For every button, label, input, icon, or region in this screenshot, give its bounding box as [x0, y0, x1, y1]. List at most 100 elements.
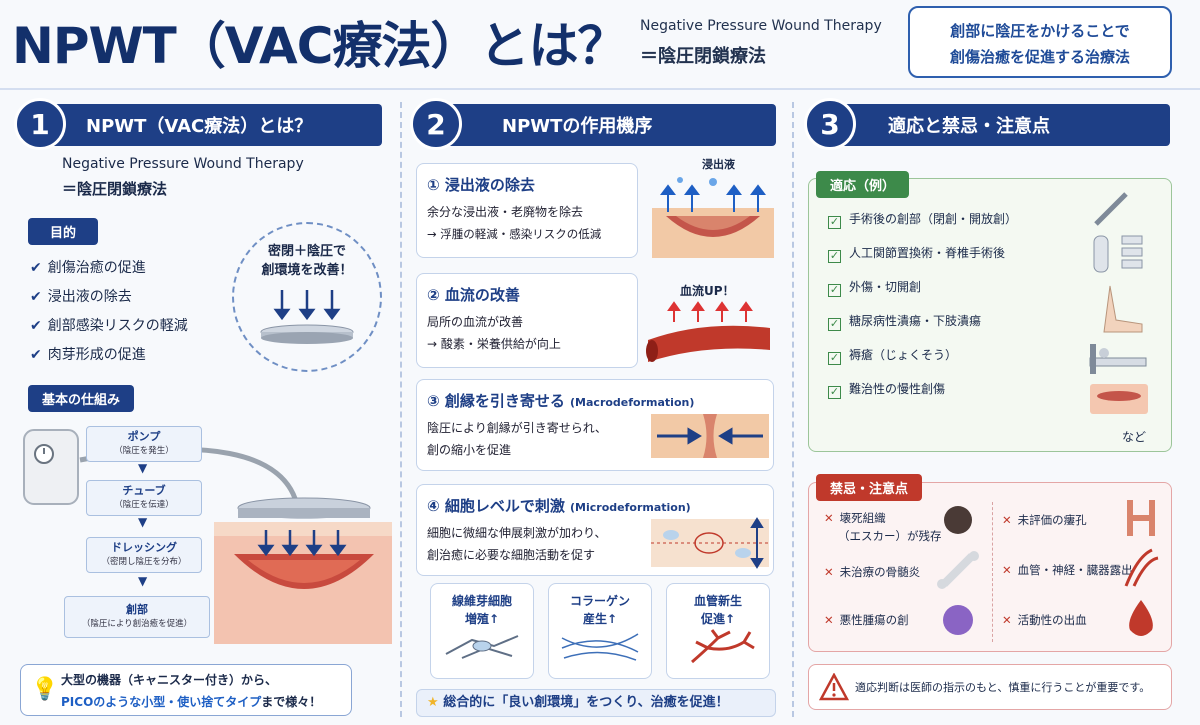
bed-icon — [1089, 344, 1147, 374]
blood-vessel-illustration — [646, 301, 770, 362]
blood-flow-label: 血流UP！ — [680, 284, 735, 298]
sec1-japanese: ＝陰圧閉鎖療法 — [62, 180, 168, 198]
summary-line-1: 創部に陰圧をかけることで — [950, 22, 1130, 40]
mechanism-3-subtitle: (Macrodeformation) — [570, 396, 695, 409]
indication-item: ✓人工関節置換術・脊椎手術後 — [828, 246, 1006, 263]
tumor-icon — [943, 605, 973, 635]
ci-divider — [992, 502, 993, 642]
summary-line-2: 創傷治癒を促進する治療法 — [949, 48, 1130, 66]
contraindication-item-sub: （エスカー）が残存 — [838, 529, 942, 543]
exudate-illustration — [652, 177, 774, 258]
indication-item: ✓外傷・切開創 — [828, 280, 922, 297]
effect-card-collagen: コラーゲン 産生↑ — [548, 583, 652, 679]
mechanism-card-4: ④ 細胞レベルで刺激 (Microdeformation) 細胞に微細な伸展刺激… — [416, 484, 774, 576]
checkbox-checked-icon: ✓ — [828, 283, 841, 297]
contraindication-item: ✕活動性の出血 — [1002, 613, 1087, 627]
checkbox-checked-icon: ✓ — [828, 317, 841, 331]
contraindications-label: 禁忌・注意点 — [816, 474, 923, 501]
indication-item: ✓糖尿病性潰瘍・下肢潰瘍 — [828, 314, 982, 331]
mechanism-4-line-1: 細胞に微細な伸展刺激が加わり、 — [427, 526, 607, 540]
star-icon: ★ — [427, 695, 439, 710]
purpose-item: ✔創傷治癒の促進 — [30, 260, 146, 276]
section-3-title: 適応と禁忌・注意点 — [888, 116, 1050, 137]
section-1-title: NPWT（VAC療法）とは？ — [86, 116, 313, 137]
contraindication-item: ✕未評価の瘻孔 — [1002, 513, 1087, 527]
checkbox-checked-icon: ✓ — [828, 385, 841, 399]
mechanism-card-1: ① 浸出液の除去 余分な浸出液・老廃物を除去 → 浮腫の軽減・感染リスクの低減 — [416, 163, 638, 258]
mechanism-4-line-2: 創治癒に必要な細胞活動を促す — [427, 548, 596, 562]
foot-icon — [1103, 285, 1143, 333]
mechanism-4-title: ④ 細胞レベルで刺激 — [427, 497, 565, 515]
section-1-number: 1 — [14, 98, 66, 150]
fistula-icon — [1127, 500, 1155, 536]
page-title: NPWT（VAC療法）とは？ — [12, 17, 627, 75]
mechanism-4-subtitle: (Microdeformation) — [570, 501, 691, 514]
seal-circle: 密閉＋陰圧で 創環境を改善！ — [232, 222, 382, 372]
purpose-item: ✔浸出液の除去 — [30, 289, 132, 305]
mechanism-2-line-2: → 酸素・栄養供給が向上 — [427, 337, 561, 351]
purpose-item: ✔創部感染リスクの軽減 — [30, 318, 188, 334]
x-icon: ✕ — [824, 511, 834, 525]
blood-drop-icon — [1129, 600, 1153, 636]
subtitle-japanese: ＝陰圧閉鎖療法 — [640, 46, 766, 67]
step-wound: 創部（陰圧により創治癒を促進） — [64, 596, 210, 638]
contraindications-panel — [808, 482, 1172, 652]
purpose-label: 目的 — [28, 218, 99, 245]
mechanism-1-line-2: → 浮腫の軽減・感染リスクの低減 — [427, 227, 602, 241]
check-icon: ✔ — [30, 318, 42, 334]
indications-label: 適応（例） — [816, 171, 910, 198]
arrow-down-icon: ▼ — [138, 574, 148, 588]
effect-card-angiogenesis: 血管新生 促進↑ — [666, 583, 770, 679]
x-icon: ✕ — [1002, 613, 1012, 627]
warning-icon — [819, 673, 849, 701]
pump-device-icon — [23, 429, 79, 505]
subtitle-english: Negative Pressure Wound Therapy — [640, 18, 882, 34]
sec1-english: Negative Pressure Wound Therapy — [62, 156, 304, 172]
indication-item: ✓難治性の慢性創傷 — [828, 382, 946, 399]
tip-line-1: 大型の機器（キャニスター付き）から、 — [61, 673, 278, 687]
step-pump: ポンプ（陰圧を発生） — [86, 426, 202, 462]
mechanism-2-title: ② 血流の改善 — [427, 286, 520, 304]
conclusion-box: ★ 総合的に「良い創環境」をつくり、治癒を促進！ — [416, 689, 776, 717]
divider-1 — [400, 102, 402, 717]
fibroblast-icon — [445, 635, 519, 659]
x-icon: ✕ — [824, 613, 834, 627]
mechanism-3-title: ③ 創縁を引き寄せる — [427, 392, 565, 410]
mechanism-3-line-2: 創の縮小を促進 — [427, 443, 512, 457]
arrow-down-icon: ▼ — [138, 515, 148, 529]
wound-icon — [1090, 384, 1148, 414]
indication-item: ✓手術後の創部（閉創・開放創） — [828, 212, 1018, 229]
indications-list: ✓手術後の創部（閉創・開放創） ✓人工関節置換術・脊椎手術後 ✓外傷・切開創 ✓… — [828, 202, 1017, 406]
purpose-list: ✔創傷治癒の促進 ✔浸出液の除去 ✔創部感染リスクの軽減 ✔肉芽形成の促進 — [30, 254, 188, 370]
section-2-title: NPWTの作用機序 — [502, 116, 653, 137]
conclusion-text: 総合的に「良い創環境」をつくり、治癒を促進！ — [443, 695, 729, 710]
indications-etc: など — [1122, 430, 1147, 444]
checkbox-checked-icon: ✓ — [828, 215, 841, 229]
contraindication-item: ✕血管・神経・臓器露出 — [1002, 563, 1133, 577]
divider-2 — [792, 102, 794, 717]
tip-box: 💡 大型の機器（キャニスター付き）から、 PICOのような小型・使い捨てタイプま… — [20, 664, 352, 716]
effect-card-fibroblast: 線維芽細胞 増殖↑ — [430, 583, 534, 679]
mechanism-2-line-1: 局所の血流が改善 — [427, 315, 524, 329]
contraindication-icons-left — [937, 506, 979, 635]
mechanism-card-3: ③ 創縁を引き寄せる (Macrodeformation) 陰圧により創縁が引き… — [416, 379, 774, 471]
check-icon: ✔ — [30, 260, 42, 276]
circle-line-1: 密閉＋陰圧で — [267, 244, 346, 259]
contraindication-item: ✕壊死組織 — [824, 511, 886, 525]
scalpel-icon — [1094, 192, 1128, 226]
necrosis-icon — [944, 506, 972, 534]
x-icon: ✕ — [1002, 563, 1012, 577]
summary-box: 創部に陰圧をかけることで 創傷治癒を促進する治療法 — [908, 6, 1172, 78]
joint-icon — [1093, 235, 1143, 273]
purpose-item: ✔肉芽形成の促進 — [30, 347, 146, 363]
section-3-number: 3 — [804, 98, 856, 150]
bone-icon — [937, 551, 979, 589]
tip-line-2: PICOのような小型・使い捨てタイプまで様々！ — [61, 695, 322, 709]
contraindication-item: ✕未治療の骨髄炎 — [824, 565, 921, 579]
check-icon: ✔ — [30, 347, 42, 363]
header-rule — [0, 88, 1200, 90]
step-dressing: ドレッシング（密閉し陰圧を分布） — [86, 537, 202, 573]
wound-edge-illustration — [651, 414, 769, 458]
check-icon: ✔ — [30, 289, 42, 305]
arrow-down-icon: ▼ — [138, 461, 148, 475]
